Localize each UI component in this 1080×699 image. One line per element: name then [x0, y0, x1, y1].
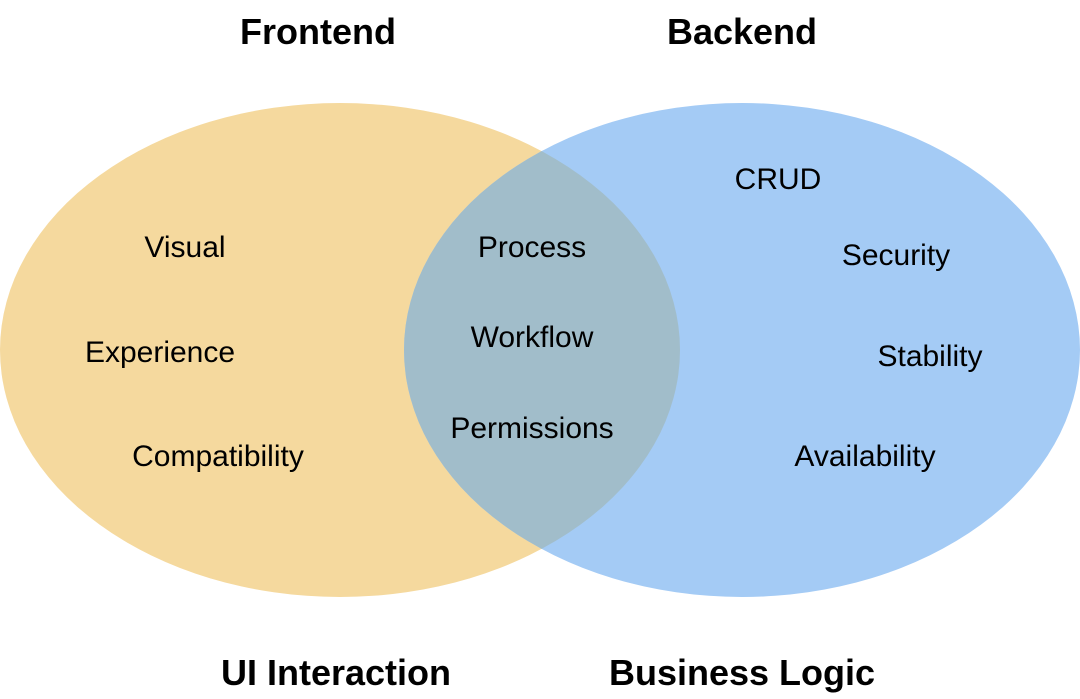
frontend-item: Compatibility — [132, 440, 304, 473]
overlap-item: Permissions — [450, 412, 613, 445]
backend-item: CRUD — [735, 163, 822, 196]
frontend-title: Frontend — [240, 11, 396, 52]
backend-title: Backend — [667, 11, 817, 52]
overlap-item: Process — [478, 231, 586, 264]
frontend-item: Visual — [144, 231, 225, 264]
overlap-item: Workflow — [471, 321, 594, 354]
backend-item: Availability — [794, 440, 935, 473]
backend-footer: Business Logic — [609, 652, 875, 693]
backend-item: Stability — [877, 340, 982, 373]
backend-item: Security — [842, 239, 950, 272]
frontend-footer: UI Interaction — [221, 652, 451, 693]
overlap-region — [404, 103, 680, 597]
frontend-item: Experience — [85, 336, 235, 369]
